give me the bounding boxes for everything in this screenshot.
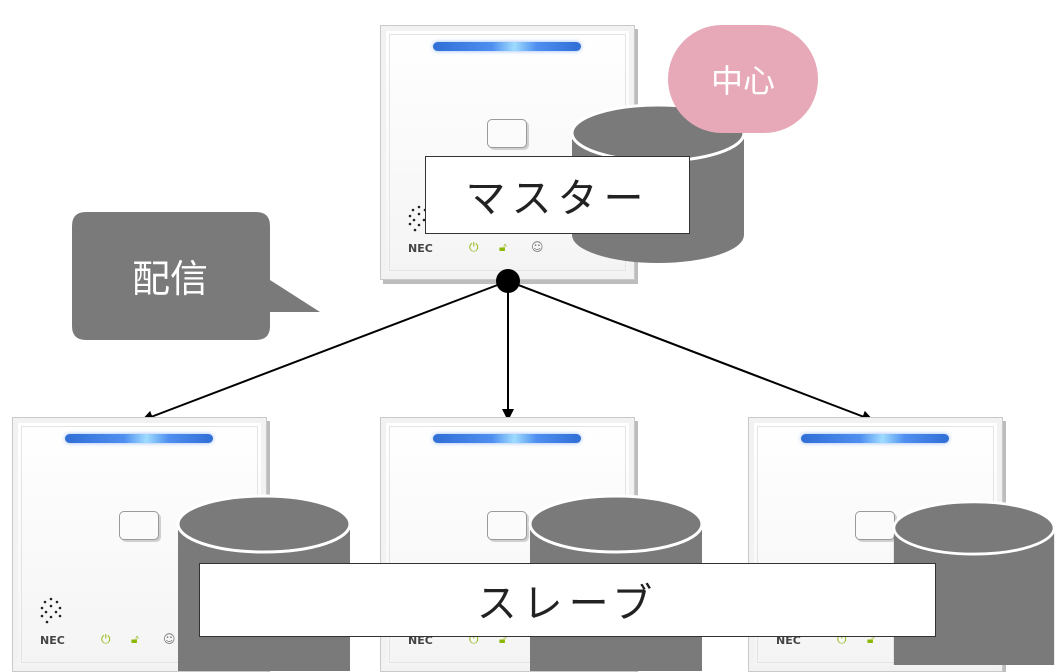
face-icon: ☺: [163, 632, 176, 646]
lock-icon: 🔓︎: [131, 632, 139, 646]
led-bar: [433, 42, 581, 51]
callout-label: 配信: [131, 256, 208, 301]
lock-icon: 🔓︎: [867, 632, 875, 646]
brand-logo: NEC: [776, 634, 801, 647]
distribute-callout: [72, 212, 320, 340]
lock-icon: 🔓︎: [499, 240, 507, 254]
brand-logo: NEC: [408, 242, 433, 255]
arrow-to-right-slave: [507, 280, 874, 423]
card-reader-icon: [855, 511, 895, 540]
center-badge: 中心: [668, 25, 818, 133]
lock-icon: 🔓︎: [499, 632, 507, 646]
card-reader-icon: [119, 511, 159, 540]
slave-label: スレーブ: [199, 563, 936, 637]
brand-logo: NEC: [40, 634, 65, 647]
power-icon: ⏻: [837, 632, 847, 646]
power-icon: ⏻: [101, 632, 111, 646]
brand-logo: NEC: [408, 634, 433, 647]
face-icon: ☺: [531, 240, 544, 254]
arrow-to-left-slave: [141, 280, 509, 423]
card-reader-icon: [487, 119, 527, 148]
led-bar: [65, 434, 213, 443]
speaker-grille-icon: [40, 597, 62, 624]
card-reader-icon: [487, 511, 527, 540]
led-bar: [801, 434, 949, 443]
hub-dot: [496, 269, 520, 293]
power-icon: ⏻: [469, 240, 479, 254]
led-bar: [433, 434, 581, 443]
master-label: マスター: [425, 156, 690, 234]
power-icon: ⏻: [469, 632, 479, 646]
